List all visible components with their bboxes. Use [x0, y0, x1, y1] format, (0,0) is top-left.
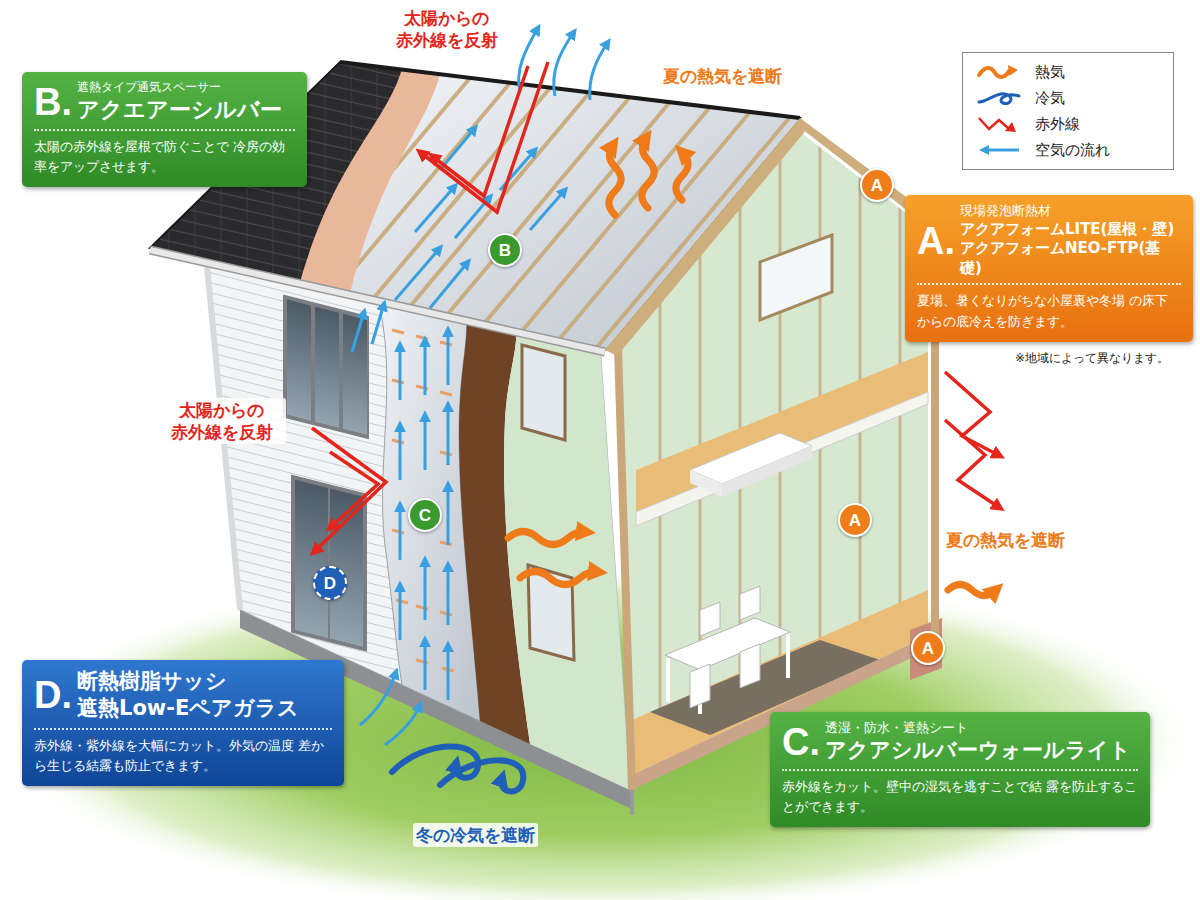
product-type: 透湿・防水・遮熱シート: [825, 720, 1138, 737]
cold-air-arrows: [392, 746, 523, 791]
card-header: D.断熱樹脂サッシ遮熱Low-Eペアガラス: [34, 668, 332, 723]
callout-box: A.現場発泡断熱材アクアフォームLITE(屋根・壁)アクアフォームNEO-FTP…: [905, 195, 1193, 342]
callout-letter: A: [849, 512, 861, 529]
product-name: アクエアーシルバー: [77, 96, 295, 125]
gutter: [150, 250, 605, 352]
callout-letter: A: [871, 177, 883, 194]
ridge: [340, 62, 800, 118]
description: 赤外線・紫外線を大幅にカット。外気の温度 差から生じる結露も防止できます。: [34, 736, 332, 776]
legend-row: 冷気: [975, 85, 1161, 111]
callout-letter: A.: [917, 222, 955, 260]
card-header: B.遮熱タイプ通気スペーサーアクエアーシルバー: [34, 80, 295, 124]
callout-letter: D.: [34, 676, 72, 714]
legend-line: [987, 149, 1019, 152]
card-header: C.透湿・防水・遮熱シートアクアシルバーウォールライト: [782, 720, 1138, 764]
legend-row: 空気の流れ: [975, 137, 1161, 163]
product-type: 遮熱タイプ通気スペーサー: [77, 80, 295, 96]
callout-letter: B: [499, 242, 511, 259]
card-header: A.現場発泡断熱材アクアフォームLITE(屋根・壁)アクアフォームNEO-FTP…: [917, 203, 1181, 278]
callout-letter: C.: [782, 723, 820, 761]
note: ※地域によって異なります。: [1012, 350, 1172, 368]
legend-sample: [975, 62, 1025, 82]
legend-sample: [975, 140, 1025, 160]
description: 夏場、暑くなりがちな小屋裏や冬場 の床下からの底冷えを防ぎます。: [917, 291, 1181, 331]
legend-line: [979, 68, 1009, 77]
card-body: 太陽の赤外線を屋根で防ぐことで 冷房の効率をアップさせます。: [34, 137, 295, 177]
marker-circle: A: [911, 631, 945, 665]
card-body: 赤外線・紫外線を大幅にカット。外気の温度 差から生じる結露も防止できます。: [34, 736, 332, 776]
marker-circle: C: [408, 498, 442, 532]
legend-sample: [975, 114, 1025, 134]
interior-window: [760, 235, 832, 320]
product-name: 遮熱Low-Eペアガラス: [77, 695, 332, 722]
callout-box: B.遮熱タイプ通気スペーサーアクエアーシルバー太陽の赤外線を屋根で防ぐことで 冷…: [22, 72, 307, 187]
legend-text: 赤外線: [1035, 115, 1080, 134]
card-titles: 透湿・防水・遮熱シートアクアシルバーウォールライト: [825, 720, 1138, 764]
legend-text: 冷気: [1035, 89, 1065, 108]
furring-strips: [392, 330, 454, 671]
effect-label: 冬の冷気を遮断: [413, 823, 538, 847]
legend-text: 熱気: [1035, 63, 1065, 82]
dotted-rule: [917, 283, 1181, 285]
legend-line: [1005, 122, 1016, 132]
product-name: アクアフォームNEO-FTP(基礎): [960, 239, 1181, 278]
bed: [690, 433, 812, 497]
callout-letter: D: [324, 575, 336, 592]
legend-line: [979, 145, 989, 155]
upper-floor: [636, 352, 928, 512]
wall-insulation: [504, 324, 630, 790]
windows: [283, 295, 369, 653]
callout-box: C.透湿・防水・遮熱シートアクアシルバーウォールライト赤外線をカット。壁中の湿気…: [770, 712, 1150, 827]
legend-row: 熱気: [975, 59, 1161, 85]
card-titles: 現場発泡断熱材アクアフォームLITE(屋根・壁)アクアフォームNEO-FTP(基…: [960, 203, 1181, 278]
description: 太陽の赤外線を屋根で防ぐことで 冷房の効率をアップさせます。: [34, 137, 295, 177]
product-name: アクアフォームLITE(屋根・壁): [960, 220, 1181, 240]
dotted-rule: [782, 769, 1138, 771]
marker-circle: A: [860, 168, 894, 202]
card-titles: 断熱樹脂サッシ遮熱Low-Eペアガラス: [77, 668, 332, 723]
callout-letter: C: [419, 507, 431, 524]
drain-pipe: [630, 790, 634, 815]
infrared-arrows: [312, 62, 1000, 552]
dining-set: [665, 586, 790, 714]
product-name: アクアシルバーウォールライト: [825, 737, 1138, 764]
legend-line: [1008, 65, 1018, 76]
card-titles: 遮熱タイプ通気スペーサーアクエアーシルバー: [77, 80, 295, 124]
legend-sample: [975, 88, 1025, 108]
dotted-rule: [34, 728, 332, 730]
floor-slab: [636, 392, 928, 526]
legend-line: [979, 118, 1008, 129]
inner-window: [522, 345, 565, 440]
air-flow-arrows: [352, 28, 608, 745]
card-body: 赤外線をカット。壁中の湿気を逃すことで結 露を防止することができます。: [782, 777, 1138, 817]
legend-box: 熱気冷気赤外線空気の流れ: [962, 52, 1174, 170]
effect-label: 太陽からの 赤外線を反射: [383, 6, 511, 52]
description: 赤外線をカット。壁中の湿気を逃すことで結 露を防止することができます。: [782, 777, 1138, 817]
interior-wall: [618, 132, 928, 788]
callout-letter: A: [922, 640, 934, 657]
marker-circle: A: [838, 503, 872, 537]
product-name: 断熱樹脂サッシ: [77, 668, 332, 695]
effect-label: 夏の熱気を遮断: [943, 528, 1068, 552]
gutter: [150, 250, 605, 352]
legend-row: 赤外線: [975, 111, 1161, 137]
rafter: [605, 118, 808, 356]
card-body: 夏場、暑くなりがちな小屋裏や冬場 の床下からの底冷えを防ぎます。: [917, 291, 1181, 331]
product-type: 現場発泡断熱材: [960, 203, 1181, 220]
callout-letter: B.: [34, 83, 72, 121]
dotted-rule: [34, 129, 295, 131]
marker-circle: D: [313, 566, 347, 600]
marker-circle: B: [488, 233, 522, 267]
effect-label: 太陽からの 赤外線を反射: [158, 398, 286, 444]
effect-label: 夏の熱気を遮断: [660, 64, 785, 88]
frame: [618, 348, 632, 790]
legend-line: [979, 94, 1019, 104]
callout-box: D.断熱樹脂サッシ遮熱Low-Eペアガラス赤外線・紫外線を大幅にカット。外気の温…: [22, 660, 344, 786]
legend-text: 空気の流れ: [1035, 141, 1110, 160]
